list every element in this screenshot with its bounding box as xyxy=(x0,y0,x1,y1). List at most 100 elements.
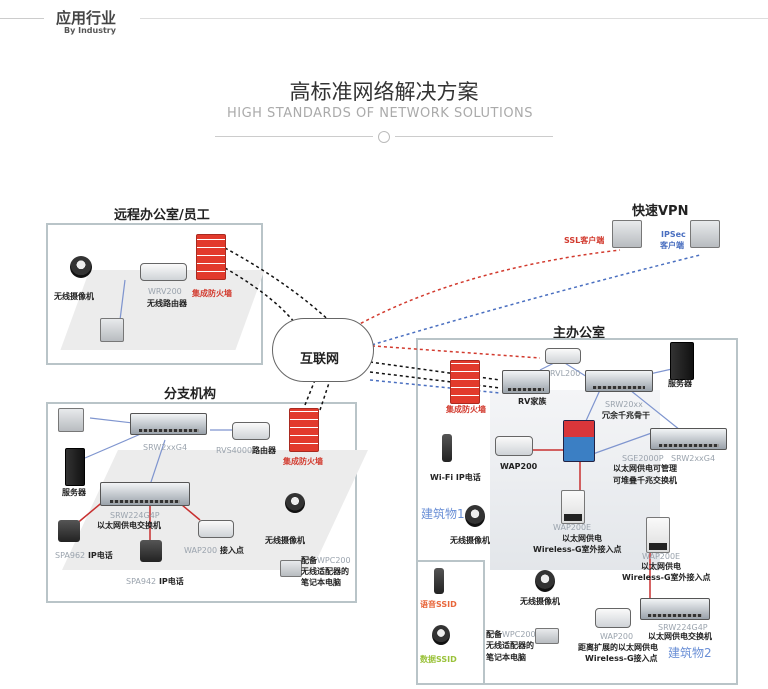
branch-ap-model: WAP200 xyxy=(184,546,218,555)
laptop-adapter-model: WPC200 xyxy=(502,630,536,639)
firewall-icon xyxy=(289,408,319,452)
page-subtitle: HIGH STANDARDS OF NETWORK SOLUTIONS xyxy=(226,106,534,121)
camera-icon xyxy=(535,570,555,592)
header-line-left xyxy=(0,18,44,19)
ip-phone-icon xyxy=(140,540,162,562)
main-title: 主办公室 xyxy=(553,326,606,341)
divider-left xyxy=(215,136,373,137)
access-point-icon xyxy=(495,436,533,456)
wap200b-desc-2: Wireless-G接入点 xyxy=(585,654,658,663)
link-internet-rvl xyxy=(359,344,541,359)
link-internet-main-2 xyxy=(369,371,501,389)
branch-router-name: 路由器 xyxy=(252,446,276,455)
laptop-equip: 配备 xyxy=(301,556,317,565)
header-title: 应用行业 xyxy=(56,9,117,27)
main-poe-model: SRW224G4P xyxy=(658,623,708,632)
sge-desc-1: 以太网供电可管理 xyxy=(613,464,677,473)
ssl-client-computer-icon xyxy=(612,220,642,248)
branch-poe-name: 以太网供电交换机 xyxy=(97,521,161,530)
camera2-label: 无线摄像机 xyxy=(520,597,560,606)
branch-title: 分支机构 xyxy=(164,387,217,402)
remote-router-model: WRV200 xyxy=(148,287,182,296)
laptop-icon xyxy=(280,560,302,577)
server-icon xyxy=(65,448,85,486)
link-branch-internet-2 xyxy=(319,379,331,411)
branch-firewall-label: 集成防火墙 xyxy=(283,457,323,466)
phone1-model: SPA962 xyxy=(55,551,86,560)
remote-router-name: 无线路由器 xyxy=(147,299,187,308)
branch-camera-label: 无线摄像机 xyxy=(265,536,305,545)
header-subtitle: By Industry xyxy=(64,26,116,35)
wap200e-2-desc-a: 以太网供电 xyxy=(641,562,681,571)
computer-icon xyxy=(100,318,124,342)
link-ipsec-vpn xyxy=(354,254,701,351)
voice-ssid-label: 语音SSID xyxy=(420,600,457,609)
sge2000p-label: SGE2000P xyxy=(622,454,664,463)
wap200b-model: WAP200 xyxy=(600,632,634,641)
ipsec-client-label: 客户端 xyxy=(660,241,684,250)
ipsec-label: IPSec xyxy=(661,230,686,239)
phone-icon xyxy=(434,568,444,594)
header-line-right xyxy=(140,18,768,19)
laptop-icon xyxy=(535,628,559,644)
sge2000p-core-switch-icon xyxy=(563,420,595,462)
main-laptop-label-1: 配备WPC200 xyxy=(486,630,536,640)
srw20xx-switch-icon xyxy=(585,370,653,392)
srw2xxg4-switch-icon xyxy=(650,428,727,450)
firewall-icon xyxy=(450,360,480,404)
branch-ap-name: 接入点 xyxy=(219,546,244,555)
phone2-name: IP电话 xyxy=(158,577,184,586)
sge-desc-2: 可堆叠千兆交换机 xyxy=(613,476,677,485)
branch-router-model: RVS4000 xyxy=(216,446,253,455)
access-point-icon xyxy=(595,608,631,628)
link-internet-main xyxy=(369,361,501,381)
phone1-name: IP电话 xyxy=(87,551,113,560)
poe-switch-icon xyxy=(640,598,710,620)
phone2-label: SPA942 IP电话 xyxy=(126,577,184,587)
building1-label: 建筑物1 xyxy=(421,507,465,521)
wap200b-desc-1: 距离扩展的以太网供电 xyxy=(578,643,658,652)
access-point-icon xyxy=(198,520,234,538)
switch-icon xyxy=(130,413,207,435)
wap200-label: WAP200 xyxy=(500,462,538,471)
ip-phone-icon xyxy=(58,520,80,542)
router-icon xyxy=(232,422,270,440)
outdoor-ap-icon xyxy=(561,490,585,524)
wap200e-1-model: WAP200E xyxy=(553,523,592,532)
backbone-label: 冗余千兆骨干 xyxy=(602,411,650,420)
outdoor-ap-icon xyxy=(646,517,670,553)
internet-cloud xyxy=(272,318,374,382)
wap200e-2-model: WAP200E xyxy=(642,552,681,561)
laptop-adapter-model: WPC200 xyxy=(317,556,351,565)
page-title: 高标准网络解决方案 xyxy=(289,80,479,104)
wap200e-2-desc-b: Wireless-G室外接入点 xyxy=(622,573,711,582)
camera-icon xyxy=(465,505,485,527)
camera-icon xyxy=(285,493,305,513)
wifi-phone-icon xyxy=(442,434,452,462)
main-server-label: 服务器 xyxy=(668,379,692,388)
srw2xxg4-label: SRW2xxG4 xyxy=(671,454,716,463)
divider-right xyxy=(395,136,553,137)
router-icon xyxy=(140,263,187,281)
main-laptop-label-2: 无线适配器的 xyxy=(486,641,534,650)
branch-ap-label: WAP200 接入点 xyxy=(184,546,244,556)
building2-label: 建筑物2 xyxy=(668,646,712,660)
main-poe-name: 以太网供电交换机 xyxy=(648,632,712,641)
internet-label: 互联网 xyxy=(300,352,340,367)
branch-poe-model: SRW224G4P xyxy=(110,511,160,520)
poe-switch-icon xyxy=(100,482,190,506)
rvl200-label: RVL200 xyxy=(550,369,581,378)
remote-camera-label: 无线摄像机 xyxy=(54,292,94,301)
remote-title: 远程办公室/员工 xyxy=(114,208,210,223)
rvl200-router-icon xyxy=(545,348,581,364)
remote-firewall-label: 集成防火墙 xyxy=(192,289,232,298)
server-icon xyxy=(670,342,694,380)
phone1-label: SPA962 IP电话 xyxy=(55,551,113,561)
data-ssid-label: 数据SSID xyxy=(420,655,457,664)
ssid-box xyxy=(416,560,485,685)
branch-server-label: 服务器 xyxy=(62,488,86,497)
ssl-client-label: SSL客户端 xyxy=(564,236,605,245)
computer-icon xyxy=(58,408,84,432)
branch-switch-label: SRW2xxG4 xyxy=(143,443,188,452)
